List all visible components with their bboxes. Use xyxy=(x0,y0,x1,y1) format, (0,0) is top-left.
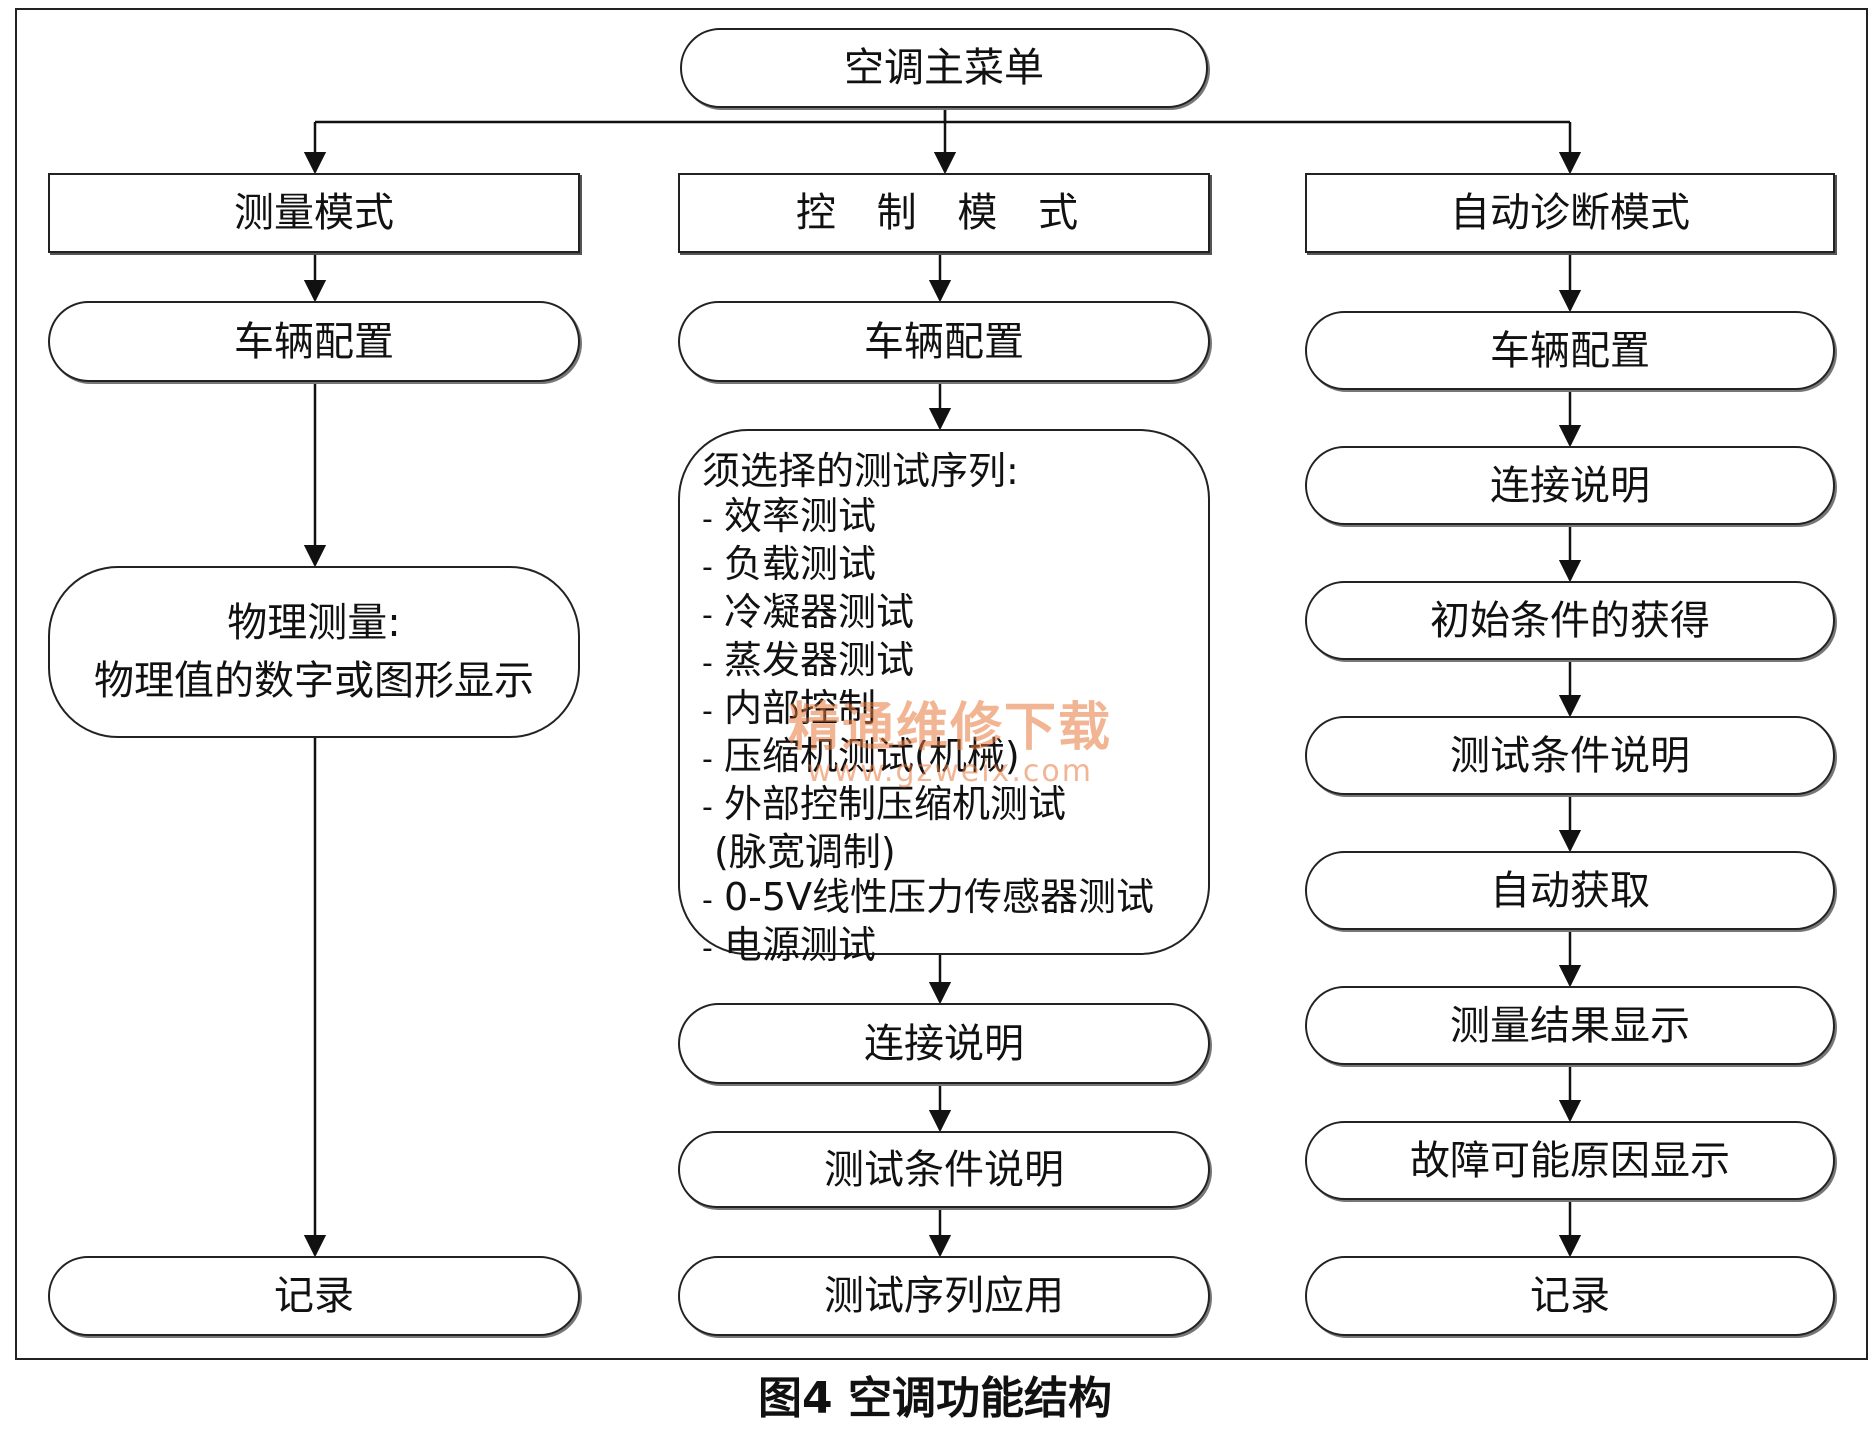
control-connection-note-label: 连接说明 xyxy=(864,1020,1024,1067)
test-sequence-item: -效率测试 xyxy=(702,494,1208,542)
list-dash: - xyxy=(702,598,713,633)
control-test-conditions-node: 测试条件说明 xyxy=(678,1131,1210,1208)
list-dash: - xyxy=(702,790,713,825)
result-display-node: 测量结果显示 xyxy=(1305,986,1835,1065)
control-connection-note-node: 连接说明 xyxy=(678,1003,1210,1084)
measure-vehicle-config-label: 车辆配置 xyxy=(234,318,394,365)
root-label: 空调主菜单 xyxy=(844,45,1044,91)
list-dash: - xyxy=(702,694,713,729)
test-sequence-item: -0-5V线性压力传感器测试 xyxy=(702,875,1208,923)
test-sequence-item: -压缩机测试(机械) xyxy=(702,734,1208,782)
figure-caption: 图4 空调功能结构 xyxy=(758,1373,1112,1424)
auto-vehicle-config-node: 车辆配置 xyxy=(1305,311,1835,390)
test-sequence-item-label: 蒸发器测试 xyxy=(724,638,915,682)
fault-causes-node: 故障可能原因显示 xyxy=(1305,1121,1835,1200)
list-dash: - xyxy=(702,502,713,537)
auto-vehicle-config-label: 车辆配置 xyxy=(1490,327,1650,374)
list-dash: - xyxy=(702,883,713,918)
test-sequence-item: -负载测试 xyxy=(702,542,1208,590)
initial-conditions-node: 初始条件的获得 xyxy=(1305,581,1835,660)
auto-acquire-label: 自动获取 xyxy=(1490,867,1650,914)
test-sequence-item: -外部控制压缩机测试 xyxy=(702,782,1208,830)
root-node: 空调主菜单 xyxy=(680,28,1208,108)
auto-record-node: 记录 xyxy=(1305,1256,1835,1336)
test-sequence-item: -冷凝器测试 xyxy=(702,590,1208,638)
auto-test-conditions-label: 测试条件说明 xyxy=(1450,732,1690,779)
list-dash: - xyxy=(702,931,713,966)
test-sequence-heading: 须选择的测试序列: xyxy=(702,449,1019,493)
measure-mode-header: 测量模式 xyxy=(48,173,580,253)
test-sequence-item-label: 电源测试 xyxy=(724,923,877,967)
apply-sequence-node: 测试序列应用 xyxy=(678,1256,1210,1336)
auto-record-label: 记录 xyxy=(1530,1273,1610,1319)
test-sequence-item-label: 外部控制压缩机测试 xyxy=(724,782,1067,826)
auto-test-conditions-node: 测试条件说明 xyxy=(1305,716,1835,795)
auto-diag-mode-header: 自动诊断模式 xyxy=(1305,173,1835,253)
test-sequence-item-label: 效率测试 xyxy=(724,494,877,538)
control-mode-title: 控 制 模 式 xyxy=(795,190,1093,236)
test-sequence-item: -内部控制 xyxy=(702,686,1208,734)
test-sequence-box: 须选择的测试序列: -效率测试 -负载测试 -冷凝器测试 -蒸发器测试 -内部控… xyxy=(678,429,1210,967)
measure-record-node: 记录 xyxy=(48,1256,580,1336)
measure-mode-title: 测量模式 xyxy=(234,190,394,236)
auto-acquire-node: 自动获取 xyxy=(1305,851,1835,930)
physical-measurement-line1: 物理测量: xyxy=(227,600,401,646)
initial-conditions-label: 初始条件的获得 xyxy=(1430,597,1710,644)
auto-connection-note-label: 连接说明 xyxy=(1490,462,1650,509)
test-sequence-continuation: (脉宽调制) xyxy=(714,830,896,874)
test-sequence-item-label: 压缩机测试(机械) xyxy=(724,734,1020,778)
list-dash: - xyxy=(702,550,713,585)
list-dash: - xyxy=(702,646,713,681)
test-sequence-item-label: 冷凝器测试 xyxy=(724,590,915,634)
measure-record-label: 记录 xyxy=(274,1273,354,1319)
control-mode-header: 控 制 模 式 xyxy=(678,173,1210,253)
auto-diag-mode-title: 自动诊断模式 xyxy=(1450,190,1690,236)
diagram-frame xyxy=(15,8,1868,1360)
fault-causes-label: 故障可能原因显示 xyxy=(1410,1137,1730,1184)
physical-measurement-line2: 物理值的数字或图形显示 xyxy=(94,658,534,704)
physical-measurement-node: 物理测量: 物理值的数字或图形显示 xyxy=(48,566,580,738)
control-test-conditions-label: 测试条件说明 xyxy=(824,1146,1064,1193)
control-vehicle-config-node: 车辆配置 xyxy=(678,301,1210,382)
result-display-label: 测量结果显示 xyxy=(1450,1002,1690,1049)
test-sequence-item-label: 内部控制 xyxy=(724,686,877,730)
auto-connection-note-node: 连接说明 xyxy=(1305,446,1835,525)
test-sequence-item-label: 负载测试 xyxy=(724,542,877,586)
test-sequence-item: -电源测试 xyxy=(702,923,1208,971)
test-sequence-item: -蒸发器测试 xyxy=(702,638,1208,686)
apply-sequence-label: 测试序列应用 xyxy=(824,1273,1064,1319)
test-sequence-item-label: 0-5V线性压力传感器测试 xyxy=(724,875,1155,919)
control-vehicle-config-label: 车辆配置 xyxy=(864,318,1024,365)
list-dash: - xyxy=(702,742,713,777)
measure-vehicle-config-node: 车辆配置 xyxy=(48,301,580,382)
